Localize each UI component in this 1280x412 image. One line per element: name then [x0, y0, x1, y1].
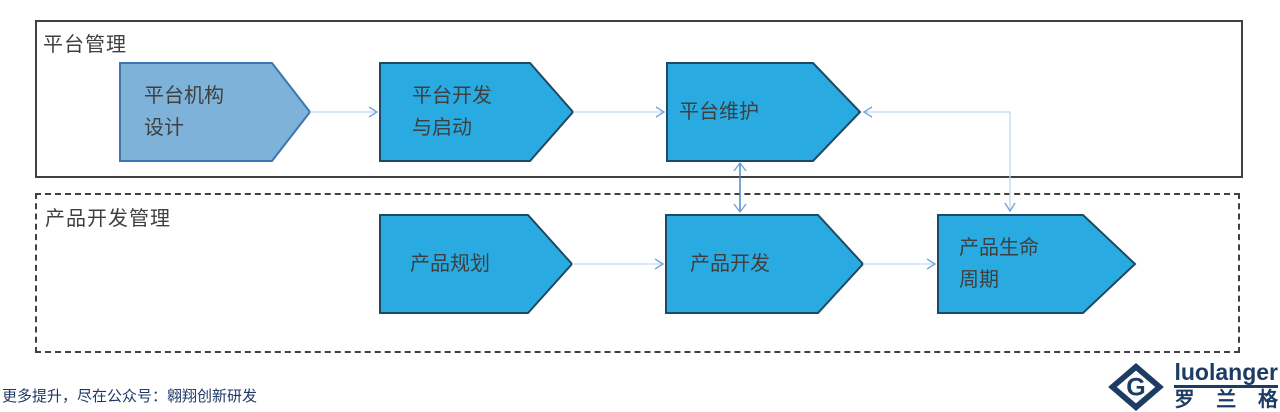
shape-platform-maintenance: [666, 62, 862, 162]
arrowhead-s3-s6-left: [862, 106, 873, 118]
brand-logo: G luolanger 罗兰格: [1107, 361, 1278, 412]
arrowhead-s3-s5-down: [733, 203, 747, 214]
arrowhead-s5-s6: [926, 258, 937, 270]
shape-product-planning: [379, 214, 574, 314]
arrowhead-s3-s6-down: [1004, 202, 1016, 213]
platform-management-section: [35, 20, 1243, 178]
shape-platform-dev-launch: [379, 62, 575, 162]
logo-monogram: G: [1127, 373, 1146, 401]
logo-text-block: luolanger 罗兰格: [1174, 361, 1278, 412]
arrowhead-s3-s5-up: [733, 161, 747, 172]
product-section-title: 产品开发管理: [45, 208, 171, 230]
platform-section-title: 平台管理: [43, 34, 127, 56]
logo-name: luolanger: [1174, 361, 1278, 388]
product-dev-management-section: [35, 193, 1240, 353]
shape-product-development: [665, 214, 865, 314]
arrowhead-s1-s2: [368, 106, 379, 118]
diamond-logo-icon: G: [1108, 362, 1165, 411]
connector-s3-s6-elbow: [864, 111, 1011, 211]
footer-note: 更多提升，尽在公众号：翱翔创新研发: [2, 388, 258, 405]
arrowhead-s2-s3: [655, 106, 666, 118]
shape-product-lifecycle: [937, 214, 1137, 314]
shape-platform-org-design: [119, 62, 312, 162]
arrowhead-s4-s5: [654, 258, 665, 270]
logo-cjk-name: 罗兰格: [1174, 389, 1278, 411]
